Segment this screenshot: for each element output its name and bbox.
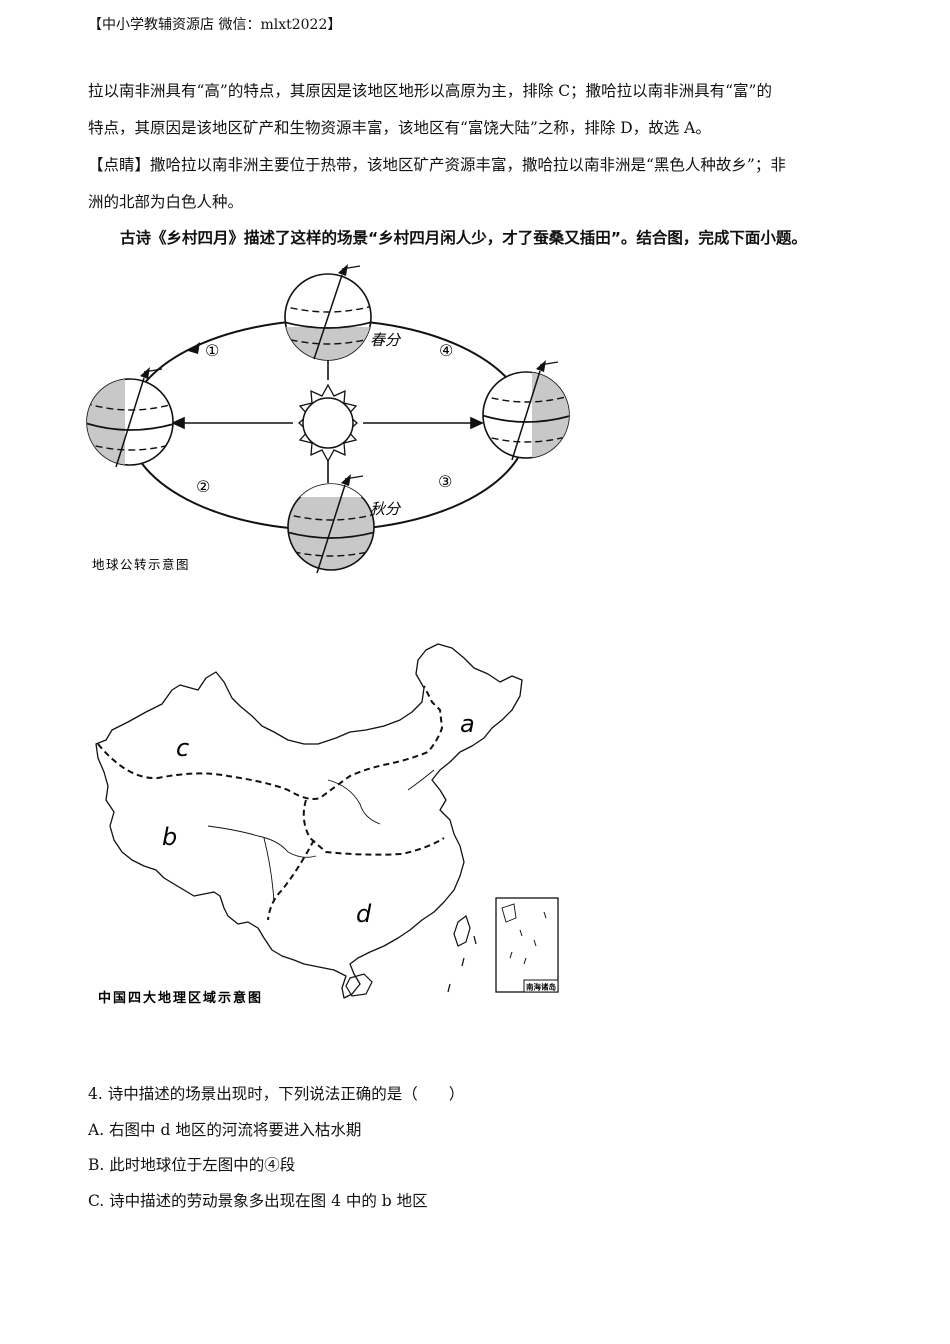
- globe-winter-icon: [86, 367, 174, 468]
- region-a-label: a: [460, 710, 475, 738]
- question-intro: 古诗《乡村四月》描述了这样的场景“乡村四月闲人少，才了蚕桑又插田”。结合图，完成…: [120, 229, 807, 247]
- text-line: 洲的北部为白色人种。: [88, 193, 244, 211]
- globe-summer-icon: [482, 360, 570, 461]
- autumn-equinox-label: 秋分: [370, 500, 402, 518]
- page-header: 【中小学教辅资源店 微信：mlxt2022】: [88, 17, 342, 33]
- segment-2-label: ②: [196, 477, 210, 496]
- china-regions-map: a b c d 南海诸岛 中国四大地理区域示意图: [95, 643, 559, 1006]
- earth-revolution-diagram: 春分 秋分 ① ② ③ ④ 地球公转示意图: [86, 264, 570, 574]
- sun-icon: [298, 383, 358, 463]
- hainan-island: [345, 973, 373, 997]
- nine-dash-marks: [447, 935, 477, 993]
- text-line: 【点睛】撒哈拉以南非洲主要位于热带，该地区矿产资源丰富，撒哈拉以南非洲是“黑色人…: [88, 156, 786, 174]
- south-sea-inset: 南海诸岛: [495, 897, 559, 993]
- region-b-label: b: [162, 823, 177, 851]
- globe-autumn-icon: [287, 474, 375, 574]
- figure2-caption: 中国四大地理区域示意图: [98, 990, 263, 1006]
- text-line: 特点，其原因是该地区矿产和生物资源丰富，该地区有“富饶大陆”之称，排除 D，故选…: [88, 119, 711, 137]
- option-b: B. 此时地球位于左图中的④段: [88, 1156, 296, 1174]
- figure1-caption: 地球公转示意图: [92, 557, 190, 572]
- segment-1-label: ①: [205, 341, 219, 360]
- option-a: A. 右图中 d 地区的河流将要进入枯水期: [88, 1121, 362, 1139]
- globe-spring-icon: [284, 264, 372, 361]
- text-line: 拉以南非洲具有“高”的特点，其原因是该地区地形以高原为主，排除 C；撒哈拉以南非…: [88, 82, 772, 100]
- segment-4-label: ④: [439, 341, 453, 360]
- inset-label: 南海诸岛: [526, 982, 556, 992]
- spring-equinox-label: 春分: [370, 331, 402, 349]
- orbit-direction-arrow: [188, 342, 200, 354]
- option-c: C. 诗中描述的劳动景象多出现在图 4 中的 b 地区: [88, 1192, 428, 1210]
- rivers: [207, 769, 435, 903]
- answer-explanation: 拉以南非洲具有“高”的特点，其原因是该地区地形以高原为主，排除 C；撒哈拉以南非…: [88, 73, 868, 221]
- china-outline: [95, 643, 523, 999]
- region-c-label: c: [176, 734, 189, 762]
- region-d-label: d: [356, 900, 372, 928]
- segment-3-label: ③: [438, 472, 452, 491]
- question-stem: 4. 诗中描述的场景出现时，下列说法正确的是（ ）: [88, 1085, 465, 1103]
- taiwan-island: [453, 915, 471, 947]
- region-boundaries: [97, 685, 445, 921]
